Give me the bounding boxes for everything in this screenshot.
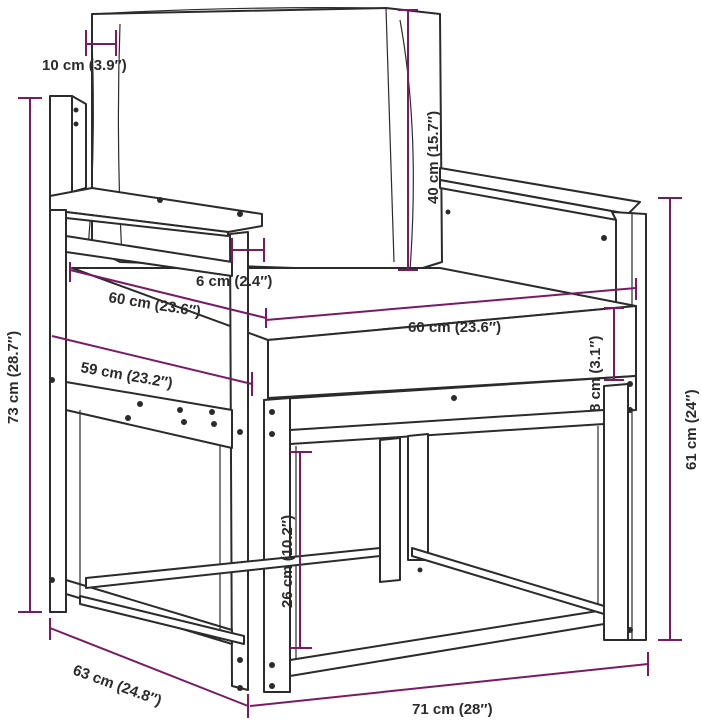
label-total-width: 71 cm (28″) bbox=[412, 701, 493, 718]
seat-cushion bbox=[71, 267, 637, 399]
dim-total-width bbox=[249, 652, 649, 707]
dim-seat-cushion-thickness bbox=[604, 307, 624, 381]
dim-arm-height bbox=[658, 197, 682, 641]
dim-total-depth bbox=[49, 618, 249, 718]
dim-back-cushion-height bbox=[398, 9, 418, 271]
label-total-height: 73 cm (28.7″) bbox=[5, 331, 22, 424]
front-frame bbox=[263, 375, 637, 693]
dim-armrest-width bbox=[231, 238, 265, 262]
label-seat-width: 60 cm (23.6″) bbox=[408, 319, 501, 336]
dimension-lines bbox=[18, 9, 682, 718]
label-arm-height: 61 cm (24″) bbox=[683, 389, 700, 470]
dim-inner-depth bbox=[51, 335, 253, 396]
dim-total-height bbox=[18, 97, 42, 613]
dim-under-seat-clearance bbox=[290, 451, 312, 649]
label-under-seat-clearance: 26 cm (10.2″) bbox=[279, 515, 296, 608]
label-total-depth: 63 cm (24.8″) bbox=[71, 662, 164, 710]
bolts bbox=[49, 107, 633, 691]
label-seat-cushion-thickness: 8 cm (3.1″) bbox=[587, 336, 604, 412]
label-armrest-width: 6 cm (2.4″) bbox=[196, 273, 272, 290]
label-back-cushion-thickness: 10 cm (3.9″) bbox=[42, 57, 127, 74]
dim-back-cushion-thickness bbox=[85, 30, 117, 56]
inner-frame bbox=[79, 433, 605, 645]
dim-seat-depth bbox=[69, 262, 267, 328]
dim-seat-width bbox=[265, 278, 637, 321]
back-cushion bbox=[87, 7, 443, 273]
chair-drawing bbox=[49, 7, 647, 693]
label-back-cushion-height: 40 cm (15.7″) bbox=[425, 111, 442, 204]
